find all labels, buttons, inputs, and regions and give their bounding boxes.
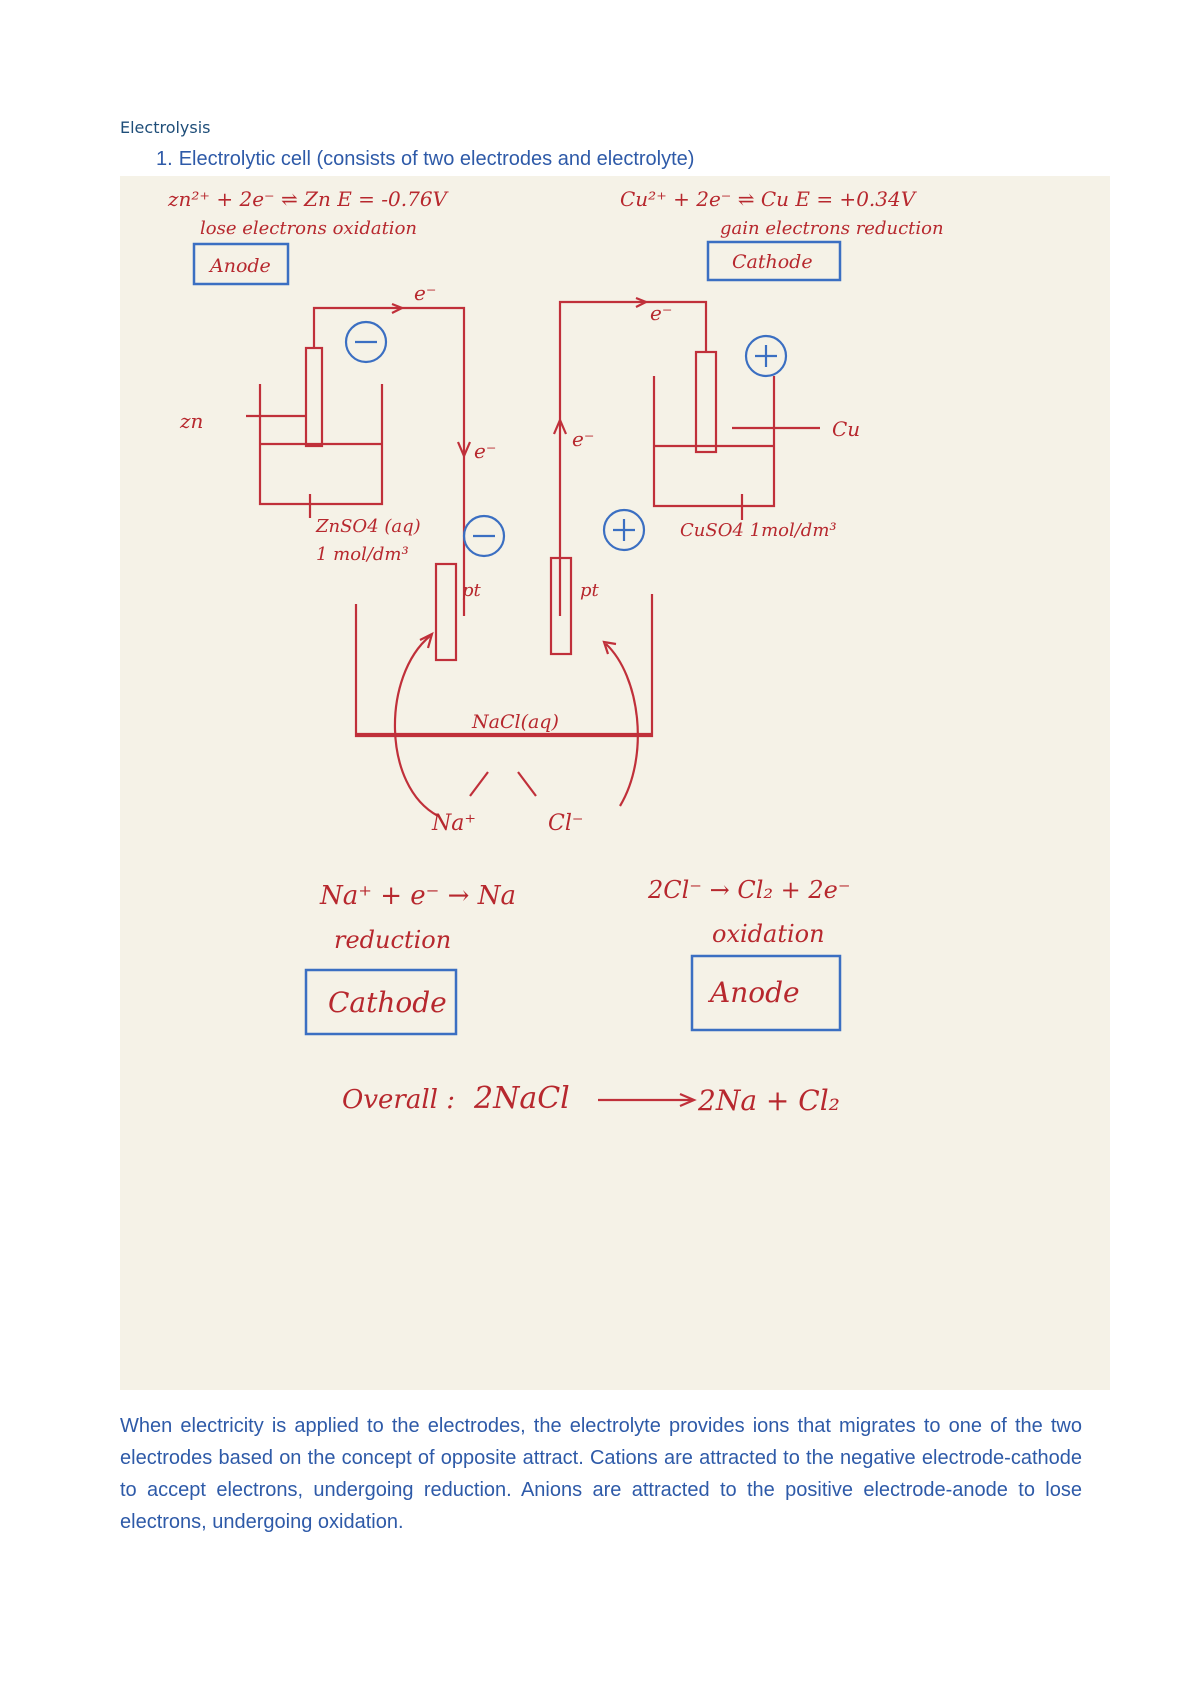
electrolysis-diagram: zn²⁺ + 2e⁻ ⇌ Zn E = -0.76V lose electron… [120,176,1110,1390]
copper-beaker [652,376,776,508]
anode-label-top: Anode [208,255,271,277]
anion-label: Cl⁻ [548,811,583,836]
copper-note: gain electrons reduction [720,218,944,239]
anode-equation: 2Cl⁻ → Cl₂ + 2e⁻ [647,876,851,904]
overall-product: 2Na + Cl₂ [697,1084,840,1117]
cathode-reaction-type: reduction [334,926,451,954]
nacl-label: NaCl(aq) [471,711,559,733]
list-number: 1. [156,148,173,170]
cathode-label-bottom: Cathode [328,986,447,1019]
center-positive-sign [602,508,646,552]
copper-solution-label: CuSO4 1mol/dm³ [680,520,837,541]
copper-half-equation: Cu²⁺ + 2e⁻ ⇌ Cu E = +0.34V [620,187,918,211]
right-wire [558,300,708,616]
electron-arrow-down [456,441,472,459]
center-negative-sign [462,514,506,558]
electron-label-up: e⁻ [572,427,594,451]
explanation-paragraph: When electricity is applied to the elect… [120,1415,1082,1533]
cathode-label-top: Cathode [732,251,813,273]
center-anode-electrode [549,556,573,656]
right-pt-label: pt [580,580,600,601]
cathode-box-bottom [304,968,458,1036]
electron-label-top-left: e⁻ [414,281,436,305]
zinc-concentration-label: 1 mol/dm³ [316,544,409,565]
electron-arrow-up [552,417,568,435]
left-wire [312,306,466,616]
diagram-canvas: zn²⁺ + 2e⁻ ⇌ Zn E = -0.76V lose electron… [167,187,944,1117]
page-heading: Electrolysis [120,118,211,137]
anion-arrow [605,643,639,807]
nacl-beaker [354,594,654,738]
electron-label-top-right: e⁻ [650,301,672,325]
cathode-equation: Na⁺ + e⁻ → Na [319,881,516,911]
right-positive-sign [744,334,788,378]
electron-label-down: e⁻ [474,439,496,463]
anode-box-top [192,242,290,286]
zinc-note: lose electrons oxidation [200,218,417,239]
anode-label-bottom: Anode [707,976,800,1009]
list-item-electrolytic-cell: 1.Electrolytic cell (consists of two ele… [156,148,694,171]
zinc-solution-label: ZnSO4 (aq) [315,516,421,537]
copper-metal-label: Cu [832,417,860,441]
overall-label: Overall : [342,1085,455,1115]
cathode-box-top [706,240,842,282]
anode-reaction-type: oxidation [712,920,825,948]
zinc-metal-label: zn [179,409,203,433]
center-cathode-electrode [434,562,458,662]
electron-arrow-right-2 [635,296,649,308]
list-text: Electrolytic cell (consists of two elect… [178,148,695,170]
left-pt-label: pt [462,580,482,601]
electron-arrow-right [391,302,405,314]
left-negative-sign [344,320,388,364]
anode-box-bottom [690,954,842,1032]
cation-label: Na⁺ [431,811,476,836]
cation-arrow [393,635,439,817]
copper-electrode [694,350,718,454]
zinc-half-equation: zn²⁺ + 2e⁻ ⇌ Zn E = -0.76V [167,187,450,211]
zinc-electrode [304,346,324,448]
overall-reactant: 2NaCl [473,1081,570,1116]
